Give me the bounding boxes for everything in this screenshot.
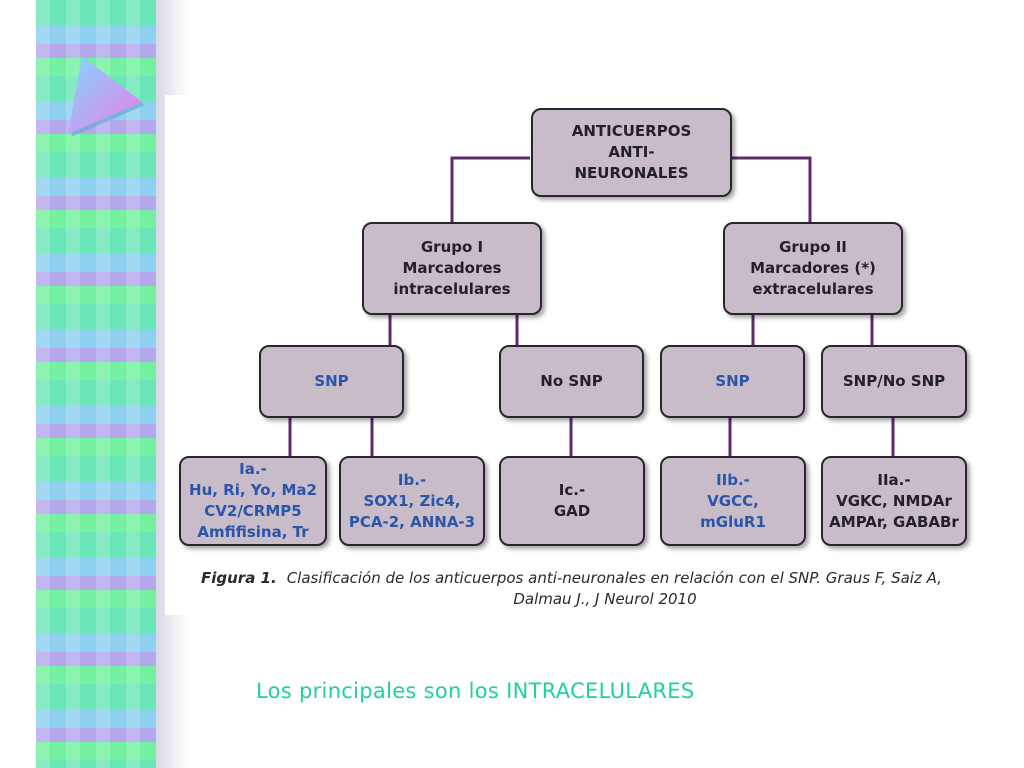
connector-root-group1 [450, 156, 530, 223]
node-snp-group-1-label: SNP [314, 372, 349, 390]
node-ia: Ia.- Hu, Ri, Yo, Ma2 CV2/CRMP5 Amfifisin… [179, 456, 327, 546]
node-ib: Ib.- SOX1, Zic4, PCA-2, ANNA-3 [339, 456, 485, 546]
connector-root-group2 [732, 156, 812, 223]
node-root: ANTICUERPOS ANTI- NEURONALES [531, 108, 732, 197]
node-iia-line-1: IIa.- [877, 470, 911, 489]
node-root-line-2: ANTI- [608, 143, 655, 161]
node-ia-line-4: Amfifisina, Tr [197, 523, 309, 541]
node-group-2-line-3: extracelulares [752, 280, 874, 298]
node-no-snp: No SNP [499, 345, 644, 418]
triangle-arrow-icon [68, 56, 145, 137]
node-ic-line-2: GAD [553, 502, 591, 520]
node-snp-group-2-label: SNP [715, 372, 750, 390]
node-group-1-line-1: Grupo I [420, 238, 484, 256]
node-snp-group-2: SNP [660, 345, 805, 418]
node-snp-group-1: SNP [259, 345, 404, 418]
node-iib-line-2: VGCC, [707, 491, 759, 510]
node-group-2-line-1: Grupo II [779, 238, 847, 256]
diagram-connectors [288, 156, 895, 457]
node-group-2: Grupo II Marcadores (*) extracelulares [723, 222, 903, 315]
node-ic-line-1: Ic.- [558, 481, 586, 499]
node-ib-line-2: SOX1, Zic4, [363, 491, 461, 510]
node-root-line-3: NEURONALES [574, 164, 689, 182]
node-ic: Ic.- GAD [499, 456, 645, 546]
node-iia-line-3: AMPAr, GABABr [829, 512, 959, 531]
node-no-snp-label: No SNP [540, 372, 603, 390]
node-group-1-line-2: Marcadores [402, 259, 502, 277]
node-group-1-line-3: intracelulares [393, 280, 511, 298]
caption-figure-label: Figura 1. [201, 569, 277, 587]
node-ia-line-3: CV2/CRMP5 [204, 502, 302, 520]
decorative-side-band [36, 0, 156, 768]
node-ia-line-2: Hu, Ri, Yo, Ma2 [189, 481, 317, 499]
classification-figure: ANTICUERPOS ANTI- NEURONALES Grupo I Mar… [165, 95, 985, 615]
caption-line-1: Figura 1. Clasificación de los anticuerpo… [165, 568, 985, 589]
node-ia-line-1: Ia.- [239, 460, 267, 478]
footer-note: Los principales son los INTRACELULARES [256, 679, 695, 703]
figure-caption: Figura 1. Clasificación de los anticuerpo… [165, 568, 985, 610]
node-iia-line-2: VGKC, NMDAr [836, 491, 952, 510]
node-snp-no-snp-label: SNP/No SNP [842, 372, 946, 390]
node-group-1: Grupo I Marcadores intracelulares [362, 222, 542, 315]
node-iib-line-3: mGluR1 [700, 512, 766, 531]
caption-line-2: Dalmau J., J Neurol 2010 [513, 590, 697, 608]
node-iia: IIa.- VGKC, NMDAr AMPAr, GABABr [821, 456, 967, 546]
node-ib-line-1: Ib.- [397, 470, 427, 489]
node-iib: IIb.- VGCC, mGluR1 [660, 456, 806, 546]
caption-text-1: Clasificación de los anticuerpos anti-ne… [286, 569, 942, 587]
node-root-line-1: ANTICUERPOS [571, 122, 692, 140]
node-group-2-line-2: Marcadores (*) [750, 259, 876, 277]
node-iib-line-1: IIb.- [716, 470, 750, 489]
node-snp-no-snp: SNP/No SNP [821, 345, 967, 418]
node-ib-line-3: PCA-2, ANNA-3 [348, 512, 476, 531]
